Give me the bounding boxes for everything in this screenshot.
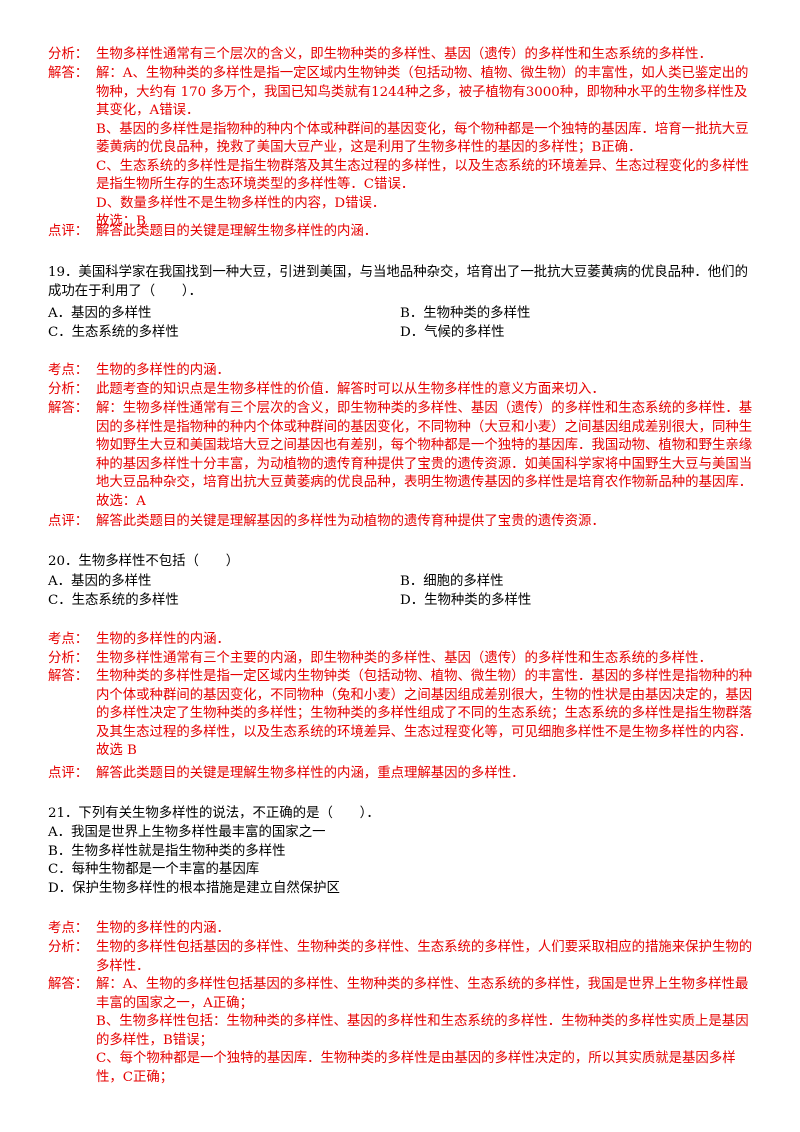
option-d: D．生物种类的多样性 bbox=[400, 592, 532, 608]
answer-para: C、每个物种都是一个独特的基因库．生物种类的多样性是由基因的多样性决定的，所以其… bbox=[96, 1051, 736, 1085]
q19-options: A．基因的多样性 B．生物种类的多样性 C．生态系统的多样性 D．气候的多样性 bbox=[48, 305, 760, 342]
q21-kaodian: 考点： 生物的多样性的内涵． bbox=[48, 920, 760, 939]
option-c: C．每种生物都是一个丰富的基因库 bbox=[48, 862, 260, 877]
answer-para: 故选：B bbox=[96, 214, 147, 229]
answer-label: 解答： bbox=[48, 977, 89, 992]
comment-label: 点评： bbox=[48, 766, 89, 781]
analysis-label: 分析： bbox=[48, 940, 89, 955]
answer-para: D、数量多样性不是生物多样性的内容，D错误． bbox=[96, 195, 386, 211]
comment-label: 点评： bbox=[48, 224, 89, 239]
answer-para: C、生态系统的多样性是指生物群落及其生态过程的多样性，以及生态系统的环境差异、生… bbox=[96, 158, 749, 193]
option-a: A．基因的多样性 bbox=[48, 306, 152, 321]
analysis-label: 分析： bbox=[48, 382, 89, 397]
answer-para: 解：A、生物的多样性包括基因的多样性、生物种类的多样性、生态系统的多样性，我国是… bbox=[96, 977, 749, 1011]
answer-para: B、基因的多样性是指物种的种内个体或种群间的基因变化，每个物种都是一个独特的基因… bbox=[96, 121, 749, 156]
analysis-label: 分析： bbox=[48, 47, 89, 62]
answer-label: 解答： bbox=[48, 401, 89, 416]
q18-analysis: 分析： 生物多样性通常有三个层次的含义，即生物种类的多样性、基因（遗传）的多样性… bbox=[48, 46, 760, 65]
q20-options: A．基因的多样性 B．细胞的多样性 C．生态系统的多样性 D．生物种类的多样性 bbox=[48, 573, 760, 610]
q19-answer: 解答： 解：生物多样性通常有三个层次的含义，即生物种类的多样性、基因（遗传）的多… bbox=[48, 400, 760, 511]
q20-analysis: 分析： 生物多样性通常有三个主要的内涵，即生物种类的多样性、基因（遗传）的多样性… bbox=[48, 650, 760, 669]
analysis-text: 此题考查的知识点是生物多样性的价值．解答时可以从生物多样性的意义方面来切入． bbox=[96, 382, 605, 397]
question-stem: 21．下列有关生物多样性的说法，不正确的是（ ）． bbox=[48, 806, 380, 821]
q21-analysis: 分析： 生物的多样性包括基因的多样性、生物种类的多样性、生态系统的多样性，人们要… bbox=[48, 939, 760, 976]
kaodian-text: 生物的多样性的内涵． bbox=[96, 921, 230, 936]
answer-label: 解答： bbox=[48, 66, 89, 81]
kaodian-label: 考点： bbox=[48, 363, 89, 378]
answer-para: 故选 B bbox=[96, 743, 137, 758]
q19-stem: 19．美国科学家在我国找到一种大豆，引进到美国，与当地品种杂交，培育出了一批抗大… bbox=[48, 264, 760, 301]
option-a: A．基因的多样性 bbox=[48, 574, 152, 589]
answer-para: 解：生物多样性通常有三个层次的含义，即生物种类的多样性、基因（遗传）的多样性和生… bbox=[96, 401, 753, 490]
question-stem: 20．生物多样性不包括（ ） bbox=[48, 554, 240, 569]
comment-text: 解答此类题目的关键是理解基因的多样性为动植物的遗传育种提供了宝贵的遗传资源． bbox=[96, 514, 605, 529]
kaodian-text: 生物的多样性的内涵． bbox=[96, 363, 230, 378]
q19-kaodian: 考点： 生物的多样性的内涵． bbox=[48, 362, 760, 381]
option-b: B．生物种类的多样性 bbox=[400, 306, 531, 321]
comment-text: 解答此类题目的关键是理解生物多样性的内涵． bbox=[96, 224, 378, 239]
answer-text: 解：A、生物的多样性包括基因的多样性、生物种类的多样性、生态系统的多样性，我国是… bbox=[96, 976, 760, 1087]
analysis-text: 生物的多样性包括基因的多样性、生物种类的多样性、生态系统的多样性，人们要采取相应… bbox=[96, 940, 753, 974]
q20-kaodian: 考点： 生物的多样性的内涵． bbox=[48, 631, 760, 650]
q21-options: A．我国是世界上生物多样性最丰富的国家之一 B．生物多样性就是指生物种类的多样性… bbox=[48, 824, 760, 898]
q20-stem: 20．生物多样性不包括（ ） bbox=[48, 553, 760, 572]
q18-answer: 解答： 解：A、生物种类的多样性是指一定区域内生物钟类（包括动物、植物、微生物）… bbox=[48, 65, 760, 232]
analysis-text: 生物多样性通常有三个层次的含义，即生物种类的多样性、基因（遗传）的多样性和生态系… bbox=[96, 47, 712, 62]
answer-text: 解：A、生物种类的多样性是指一定区域内生物钟类（包括动物、植物、微生物）的丰富性… bbox=[96, 65, 760, 232]
option-c: C．生态系统的多样性 bbox=[48, 324, 179, 340]
kaodian-text: 生物的多样性的内涵． bbox=[96, 632, 230, 647]
comment-text: 解答此类题目的关键是理解生物多样性的内涵，重点理解基因的多样性． bbox=[96, 766, 525, 781]
analysis-label: 分析： bbox=[48, 651, 89, 666]
option-b: B．生物多样性就是指生物种类的多样性 bbox=[48, 843, 286, 859]
answer-para: 故选：A bbox=[96, 493, 146, 509]
option-d: D．保护生物多样性的根本措施是建立自然保护区 bbox=[48, 880, 340, 896]
q20-comment: 点评： 解答此类题目的关键是理解生物多样性的内涵，重点理解基因的多样性． bbox=[48, 765, 760, 784]
option-d: D．气候的多样性 bbox=[400, 324, 505, 340]
kaodian-label: 考点： bbox=[48, 921, 89, 936]
q20-answer: 解答： 生物种类的多样性是指一定区域内生物钟类（包括动物、植物、微生物）的丰富性… bbox=[48, 668, 760, 761]
answer-text: 解：生物多样性通常有三个层次的含义，即生物种类的多样性、基因（遗传）的多样性和生… bbox=[96, 400, 760, 511]
question-stem: 19．美国科学家在我国找到一种大豆，引进到美国，与当地品种杂交，培育出了一批抗大… bbox=[48, 265, 748, 299]
answer-label: 解答： bbox=[48, 669, 89, 684]
kaodian-label: 考点： bbox=[48, 632, 89, 647]
analysis-text: 生物多样性通常有三个主要的内涵，即生物种类的多样性、基因（遗传）的多样性和生态系… bbox=[96, 651, 712, 666]
answer-para: B、生物多样性包括：生物种类的多样性、基因的多样性和生态系统的多样性．生物种类的… bbox=[96, 1014, 749, 1048]
option-c: C．生态系统的多样性 bbox=[48, 592, 179, 608]
answer-para: 解：A、生物种类的多样性是指一定区域内生物钟类（包括动物、植物、微生物）的丰富性… bbox=[96, 66, 749, 118]
q19-analysis: 分析： 此题考查的知识点是生物多样性的价值．解答时可以从生物多样性的意义方面来切… bbox=[48, 381, 760, 400]
q21-answer: 解答： 解：A、生物的多样性包括基因的多样性、生物种类的多样性、生态系统的多样性… bbox=[48, 976, 760, 1087]
q19-comment: 点评： 解答此类题目的关键是理解基因的多样性为动植物的遗传育种提供了宝贵的遗传资… bbox=[48, 513, 760, 532]
q21-stem: 21．下列有关生物多样性的说法，不正确的是（ ）． bbox=[48, 805, 760, 824]
answer-para: 生物种类的多样性是指一定区域内生物钟类（包括动物、植物、微生物）的丰富性．基因的… bbox=[96, 669, 753, 740]
answer-text: 生物种类的多样性是指一定区域内生物钟类（包括动物、植物、微生物）的丰富性．基因的… bbox=[96, 668, 760, 761]
comment-label: 点评： bbox=[48, 514, 89, 529]
option-b: B．细胞的多样性 bbox=[400, 574, 504, 589]
option-a: A．我国是世界上生物多样性最丰富的国家之一 bbox=[48, 825, 326, 840]
q18-comment: 点评： 解答此类题目的关键是理解生物多样性的内涵． bbox=[48, 223, 760, 242]
